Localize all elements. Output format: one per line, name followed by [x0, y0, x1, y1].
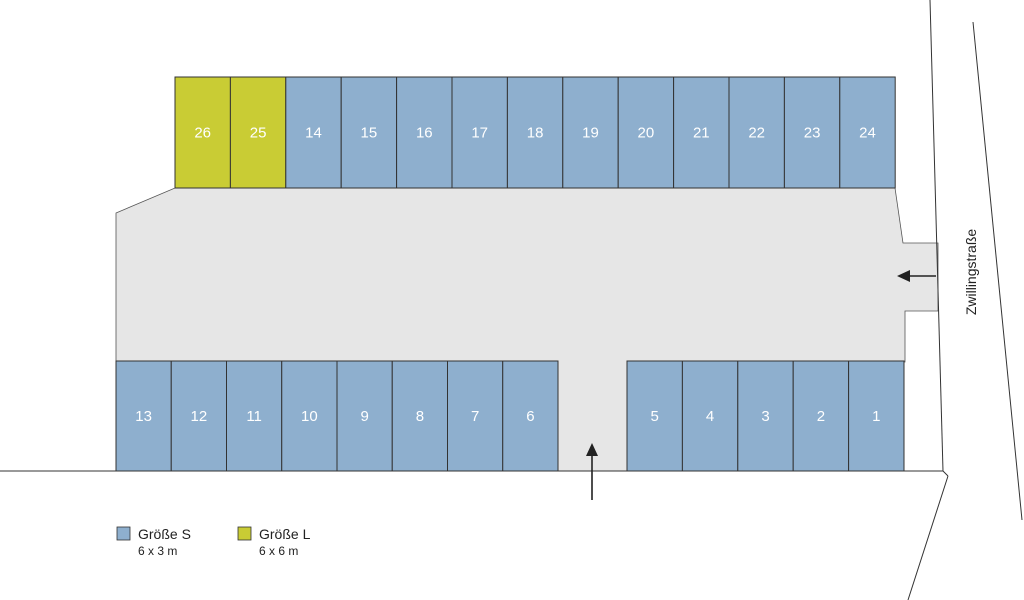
garage-row-bottom-left: 13 12 11 10 9 8 7 6 [115, 360, 559, 472]
garage-slot-box [737, 360, 794, 472]
garage-slot-number: 12 [191, 408, 208, 425]
legend-label-size-l: Größe L [259, 526, 311, 542]
garage-slot-number: 10 [301, 408, 318, 425]
garage-slot-12[interactable]: 12 [170, 360, 227, 472]
legend-label-size-s: Größe S [138, 526, 191, 542]
garage-row-top: 26 25 14 15 16 17 18 19 20 21 22 23 24 [174, 76, 896, 189]
garage-slot-10[interactable]: 10 [281, 360, 338, 472]
garage-slot-number: 14 [305, 125, 322, 142]
garage-slot-14[interactable]: 14 [285, 76, 342, 189]
legend-swatch-size-s [116, 526, 131, 541]
street-boundary-line [907, 475, 949, 600]
garage-slot-9[interactable]: 9 [336, 360, 393, 472]
garage-slot-box [673, 76, 730, 189]
garage-slot-box [626, 360, 683, 472]
garage-slot-box [451, 76, 508, 189]
garage-slot-3[interactable]: 3 [737, 360, 794, 472]
garage-slot-number: 25 [250, 125, 267, 142]
garage-slot-8[interactable]: 8 [391, 360, 448, 472]
garage-slot-6[interactable]: 6 [502, 360, 559, 472]
garage-slot-box [728, 76, 785, 189]
street-boundary-line [929, 0, 944, 472]
garage-slot-box [681, 360, 739, 472]
garage-slot-box [115, 360, 172, 472]
garage-slot-number: 13 [135, 408, 152, 425]
legend-dimensions-size-l: 6 x 6 m [259, 544, 298, 558]
garage-slot-11[interactable]: 11 [226, 360, 283, 472]
garage-slot-number: 22 [748, 125, 765, 142]
garage-slot-box [340, 76, 398, 189]
legend-swatch-size-l [237, 526, 252, 541]
garage-slot-number: 24 [859, 125, 876, 142]
street-name: Zwillingstraße [963, 229, 979, 316]
garage-slot-box [281, 360, 338, 472]
garage-slot-box [170, 360, 227, 472]
entrance-arrow-street [897, 270, 936, 282]
garage-slot-26[interactable]: 26 [174, 76, 231, 189]
legend: Größe S 6 x 3 m Größe L 6 x 6 m [116, 526, 311, 558]
garage-slot-number: 6 [526, 408, 534, 425]
garage-slot-16[interactable]: 16 [396, 76, 453, 189]
garage-slot-box [391, 360, 448, 472]
garage-slot-number: 18 [527, 125, 544, 142]
garage-slot-5[interactable]: 5 [626, 360, 683, 472]
garage-slot-box [839, 76, 896, 189]
garage-slot-number: 16 [416, 125, 433, 142]
garage-slot-box [502, 360, 559, 472]
garage-slot-20[interactable]: 20 [617, 76, 675, 189]
garage-slot-box [506, 76, 564, 189]
legend-dimensions-size-s: 6 x 3 m [138, 544, 177, 558]
garage-slot-4[interactable]: 4 [681, 360, 739, 472]
garage-slot-24[interactable]: 24 [839, 76, 896, 189]
garage-slot-25[interactable]: 25 [229, 76, 287, 189]
garage-slot-7[interactable]: 7 [447, 360, 504, 472]
garage-row-bottom-right: 5 4 3 2 1 [626, 360, 905, 472]
garage-slot-box [396, 76, 453, 189]
garage-slot-19[interactable]: 19 [562, 76, 619, 189]
garage-slot-13[interactable]: 13 [115, 360, 172, 472]
garage-slot-15[interactable]: 15 [340, 76, 398, 189]
garage-slot-number: 20 [638, 125, 655, 142]
garage-slot-box [285, 76, 342, 189]
garage-slot-box [447, 360, 504, 472]
garage-slot-number: 7 [471, 408, 479, 425]
garage-slot-number: 11 [246, 408, 262, 425]
garage-slot-box [792, 360, 850, 472]
garage-slot-1[interactable]: 1 [848, 360, 905, 472]
garage-slot-2[interactable]: 2 [792, 360, 850, 472]
entrance-arrow-bottom [586, 443, 598, 500]
garage-slot-22[interactable]: 22 [728, 76, 785, 189]
garage-slot-number: 4 [706, 408, 714, 425]
garage-slot-box [783, 76, 841, 189]
garage-slot-box [174, 76, 231, 189]
garage-slot-number: 3 [761, 408, 769, 425]
street-boundary-line [972, 21, 1023, 521]
garage-slot-number: 8 [416, 408, 424, 425]
garage-slot-box [562, 76, 619, 189]
garage-slot-number: 9 [360, 408, 368, 425]
garage-slot-number: 17 [471, 125, 488, 142]
garage-slot-box [848, 360, 905, 472]
garage-slot-number: 5 [651, 408, 659, 425]
garage-slot-17[interactable]: 17 [451, 76, 508, 189]
garage-slot-number: 15 [361, 125, 378, 142]
garage-slot-box [226, 360, 283, 472]
garage-slot-number: 1 [872, 408, 880, 425]
garage-slot-box [229, 76, 287, 189]
garage-slot-18[interactable]: 18 [506, 76, 564, 189]
garage-slot-box [617, 76, 675, 189]
garage-slot-21[interactable]: 21 [673, 76, 730, 189]
street-boundary-line [942, 470, 949, 477]
garage-slot-23[interactable]: 23 [783, 76, 841, 189]
garage-slot-number: 19 [582, 125, 599, 142]
garage-slot-number: 26 [194, 125, 211, 142]
garage-slot-number: 2 [817, 408, 825, 425]
garage-slot-box [336, 360, 393, 472]
garage-slot-number: 21 [693, 125, 710, 142]
garage-slot-number: 23 [804, 125, 821, 142]
